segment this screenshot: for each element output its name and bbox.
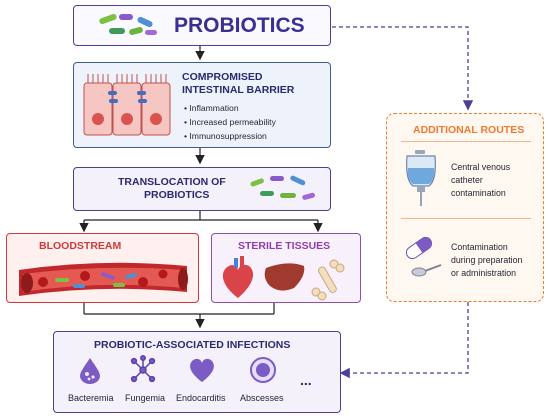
routes-middle-divider — [401, 218, 531, 219]
infection-label-bacteremia: Bacteremia — [68, 393, 114, 403]
route1-line1: Central venous — [451, 162, 511, 172]
translocation-title-line2: PROBIOTICS — [144, 189, 210, 201]
barrier-bullet-1: • Inflammation — [184, 103, 239, 113]
infection-label-endocarditis: Endocarditis — [176, 393, 226, 403]
blood-vessel-icon — [19, 262, 188, 296]
barrier-box: COMPROMISED INTESTINAL BARRIER • Inflamm… — [73, 62, 331, 148]
organs-icon — [222, 256, 345, 301]
capsule-spoon-icon — [405, 236, 442, 277]
more-ellipsis: ... — [300, 372, 312, 388]
route2-line1: Contamination — [451, 242, 508, 252]
intestinal-cells-icon — [83, 74, 171, 136]
fungus-icon — [130, 355, 156, 383]
sterile-tissues-box: STERILE TISSUES — [211, 233, 361, 303]
probiotics-box: PROBIOTICS — [73, 5, 331, 46]
infection-label-fungemia: Fungemia — [125, 393, 166, 403]
routes-title-divider — [401, 141, 531, 142]
bloodstream-box: BLOODSTREAM — [6, 233, 199, 303]
bloodstream-title: BLOODSTREAM — [39, 240, 122, 252]
barrier-title-line2: INTESTINAL BARRIER — [182, 84, 295, 96]
blood-drop-icon — [80, 358, 100, 384]
heart-organ-icon — [222, 256, 254, 298]
translocation-box: TRANSLOCATION OF PROBIOTICS — [73, 167, 331, 211]
probiotics-title: PROBIOTICS — [174, 14, 305, 37]
infection-label-abscesses: Abscesses — [240, 393, 284, 403]
barrier-bullet-2: • Increased permeability — [184, 117, 276, 127]
iv-bag-icon — [406, 150, 436, 206]
additional-routes-box: ADDITIONAL ROUTES Central venous cathete… — [386, 113, 544, 302]
bacteria-icon — [99, 13, 157, 36]
route1-line2: catheter — [451, 175, 483, 185]
barrier-title-line1: COMPROMISED — [182, 71, 263, 83]
infections-box: PROBIOTIC-ASSOCIATED INFECTIONS Bacterem… — [53, 331, 341, 413]
barrier-bullet-3: • Immunosuppression — [184, 131, 267, 141]
liver-icon — [264, 263, 305, 291]
translocation-title-line1: TRANSLOCATION OF — [118, 176, 226, 188]
bone-icon — [311, 259, 345, 301]
routes-title: ADDITIONAL ROUTES — [413, 124, 525, 136]
heart-icon — [190, 358, 214, 382]
route2-line3: or administration — [451, 268, 517, 278]
infections-title: PROBIOTIC-ASSOCIATED INFECTIONS — [94, 339, 291, 351]
abscess-icon — [250, 357, 276, 383]
sterile-tissues-title: STERILE TISSUES — [238, 240, 331, 252]
bacteria-icon — [250, 175, 315, 200]
route1-line3: contamination — [451, 188, 506, 198]
route2-line2: during preparation — [451, 255, 523, 265]
